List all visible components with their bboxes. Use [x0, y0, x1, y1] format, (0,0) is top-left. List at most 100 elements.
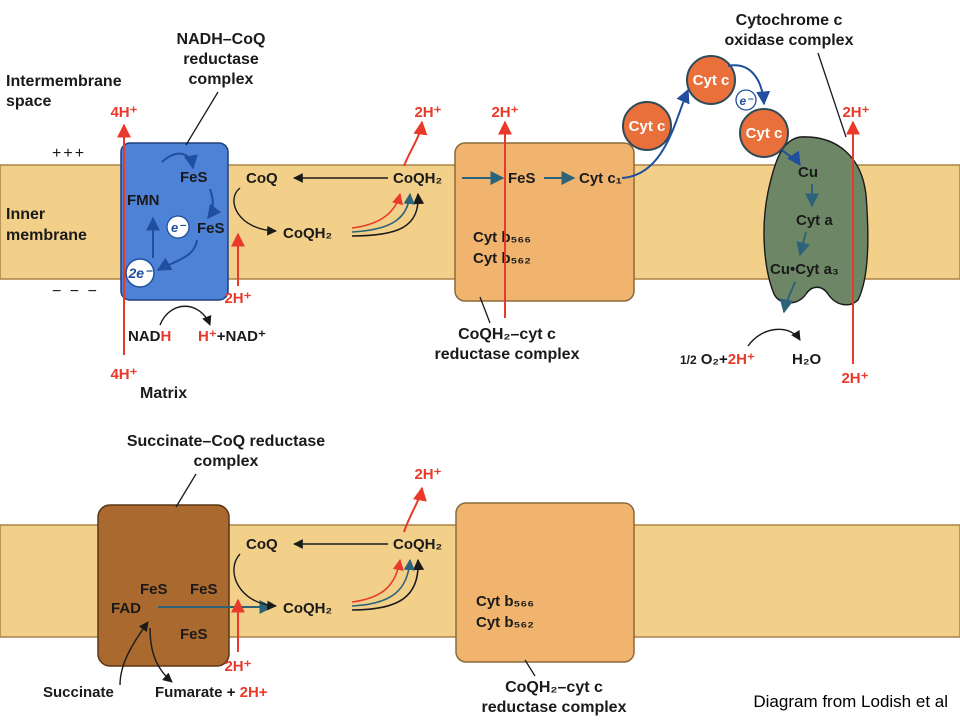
coqh2-diffusion-black	[351, 192, 425, 237]
succinate-label: Succinate	[43, 684, 114, 701]
complex-III-bottom: Cyt b₅₆₆ Cyt b₅₆₂ CoQH₂–cyt c reductase …	[455, 502, 635, 716]
cyt-c-1-disk	[622, 101, 672, 151]
electron-bubble-label: e⁻	[171, 220, 187, 235]
coqh2-diffusion-red	[351, 192, 403, 229]
proton-arrow-release-a	[403, 120, 428, 167]
coq-label: CoQ	[246, 170, 278, 187]
nadh-oxidation-arrow	[159, 305, 212, 326]
complex-II-title-1: Succinate–CoQ reductase	[127, 433, 325, 450]
complex-IV-title-2: oxidase complex	[725, 32, 854, 49]
fes-3-label: FeS	[508, 170, 536, 187]
cyt-b562-label: Cyt b₅₆₂	[473, 250, 531, 267]
coq-label-bottom: CoQ	[246, 536, 278, 553]
coqh2-diffusion-teal	[351, 192, 415, 233]
fes-1-label: FeS	[180, 169, 208, 186]
cyt-c1-label: Cyt c₁	[579, 170, 622, 187]
proton-4h-bottom: 4H⁺	[110, 366, 137, 383]
coqh2-diffusion-teal-bottom	[351, 558, 415, 607]
cyt-b562-label-bottom: Cyt b₅₆₂	[476, 614, 534, 631]
complex-II-box	[97, 504, 230, 667]
plus-signs: +++	[52, 145, 86, 162]
complex-III-leader-line	[479, 296, 491, 324]
complex-III-coqh2-cytc-reductase: FeS Cyt c₁ Cyt b₅₆₆ Cyt b₅₆₂ CoQH₂–cyt c…	[435, 142, 635, 363]
coqh2-top-label-bottom: CoQH₂	[393, 536, 442, 553]
complex-IV-cytochrome-c-oxidase: Cu Cyt a Cu•Cyt a₃ Cytochrome c oxidase …	[725, 12, 869, 314]
complex-III-title-bottom-1: CoQH₂–cyt c	[505, 679, 603, 696]
proton-2h-matrix-bottom: 2H⁺	[224, 658, 251, 675]
complex-III-box-bottom	[455, 502, 635, 663]
proton-2h-b: 2H⁺	[491, 104, 518, 121]
complex-IV-title-1: Cytochrome c	[736, 12, 843, 29]
cytc-shuttle-arrow	[727, 64, 771, 106]
cyt-c-electron-bubble	[735, 89, 757, 111]
coqh2-diffusion-red-bottom	[351, 558, 404, 603]
complex-I-title-1: NADH–CoQ	[177, 31, 266, 48]
fumarate-release-arrow	[149, 627, 173, 683]
cyt-a-label: Cyt a	[796, 212, 833, 229]
proton-2h-c: 2H⁺	[842, 104, 869, 121]
inner-membrane-label: Inner	[6, 206, 45, 223]
complex-II-title-2: complex	[194, 453, 259, 470]
complex-III-title-1: CoQH₂–cyt c	[458, 326, 556, 343]
coqh2-left-label-bottom: CoQH₂	[283, 600, 332, 617]
fumarate-label: Fumarate + 2H+	[155, 684, 268, 701]
proton-arrow-release-bottom	[403, 486, 427, 533]
fes-c-label: FeS	[180, 626, 208, 643]
nad-plus-label: H⁺+NAD⁺	[198, 328, 266, 345]
bottom-panel: Succinate–CoQ reductase complex FeS FeS …	[0, 433, 960, 716]
fes-2-label: FeS	[197, 220, 225, 237]
cyt-c-3-disk	[739, 108, 789, 158]
proton-2h-bottom: 2H⁺	[841, 370, 868, 387]
succinate-oxidation-arrow	[119, 621, 149, 686]
cu-cyt-a3-label: Cu•Cyt a₃	[770, 261, 839, 278]
complex-I-title-3: complex	[189, 71, 254, 88]
fmn-label: FMN	[127, 192, 160, 209]
proton-2h-matrix: 2H⁺	[224, 290, 251, 307]
cyt-c-3-label: Cyt c	[746, 125, 783, 142]
complex-III-title-2: reductase complex	[435, 346, 580, 363]
intermembrane-space-label: Intermembrane	[6, 73, 122, 90]
cytc1-to-cytc-arrow	[621, 88, 690, 179]
complex-III-leader-line-bottom	[524, 659, 536, 677]
e-flow-fes-fes-arrow	[207, 188, 222, 220]
coq-reduction-arrow	[233, 187, 277, 236]
complex-III-title-bottom-2: reductase complex	[482, 699, 627, 716]
inner-membrane-label-2: membrane	[6, 227, 87, 244]
proton-4h-top: 4H⁺	[110, 104, 137, 121]
cyt-c-electron-label: e⁻	[739, 94, 754, 108]
complex-I-title-2: reductase	[183, 51, 259, 68]
fad-label: FAD	[111, 600, 141, 617]
coq-reduction-arrow-bottom	[233, 553, 277, 611]
proton-2h-top-bottom: 2H⁺	[414, 466, 441, 483]
figure-credit: Diagram from Lodish et al	[753, 692, 948, 711]
fes-b-label: FeS	[190, 581, 218, 598]
complex-I-leader-line	[185, 91, 219, 146]
cyt-c-1-label: Cyt c	[629, 118, 666, 135]
cyt-b566-label: Cyt b₅₆₆	[473, 229, 531, 246]
proton-2h-a: 2H⁺	[414, 104, 441, 121]
matrix-label: Matrix	[140, 385, 187, 402]
electron-bubble	[166, 215, 190, 239]
a3-to-oxygen-arrow	[779, 281, 796, 314]
complex-III-box	[454, 142, 635, 302]
complex-IV-shape	[763, 136, 869, 306]
complex-II-leader-line	[175, 473, 197, 508]
coqh2-left-label: CoQH₂	[283, 225, 332, 242]
water-label: H₂O	[792, 351, 821, 368]
e-flow-to-bubble-arrow	[156, 239, 198, 271]
two-electron-label: 2e⁻	[128, 265, 154, 281]
nadh-label: NADH	[128, 328, 171, 345]
e-flow-fmn-fes-arrow	[161, 152, 198, 170]
minus-signs: − − −	[52, 283, 99, 300]
cu-label: Cu	[798, 164, 818, 181]
cyt-b566-label-bottom: Cyt b₅₆₆	[476, 593, 534, 610]
oxygen-to-water-arrow	[747, 328, 801, 347]
top-panel: Intermembrane space +++ Inner membrane −…	[0, 12, 960, 402]
two-electron-bubble	[125, 258, 155, 288]
cyta-to-a3-arrow	[796, 231, 810, 257]
complex-IV-leader-line	[817, 52, 847, 138]
fes-a-label: FeS	[140, 581, 168, 598]
